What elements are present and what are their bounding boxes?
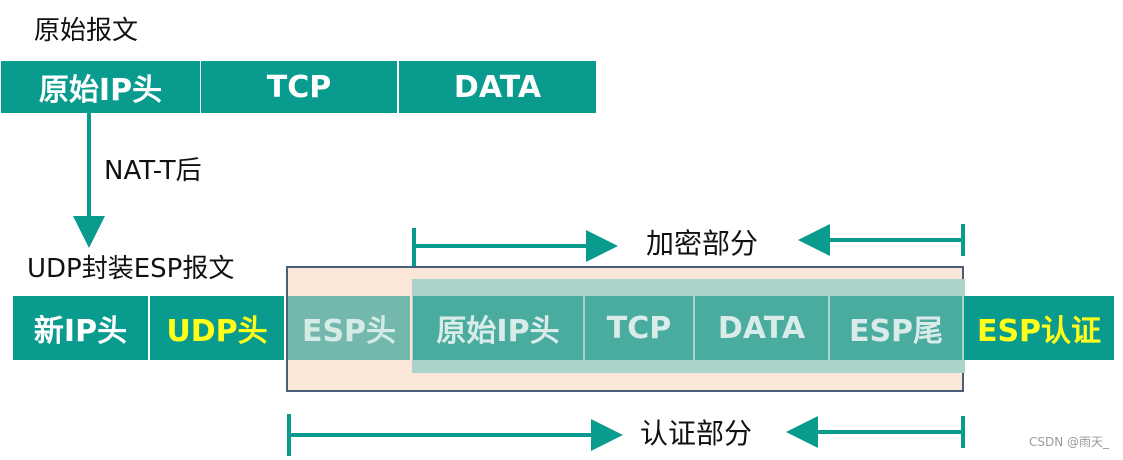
enc-data-field: DATA: [695, 296, 828, 360]
esp-auth-field: ESP认证: [964, 296, 1114, 360]
orig-tcp-field: TCP: [201, 61, 397, 113]
orig-data-field: DATA: [399, 61, 596, 113]
enc-tcp-field: TCP: [585, 296, 693, 360]
udp-header-field: UDP头: [150, 296, 284, 360]
watermark: CSDN @雨天_: [1028, 435, 1109, 449]
orig-ip-header-field: 原始IP头: [1, 61, 200, 113]
esp-header-field: ESP头: [288, 296, 410, 360]
nat-t-label: NAT-T后: [104, 156, 202, 186]
new-ip-header-field: 新IP头: [13, 296, 148, 360]
encrypted-range-label: 加密部分: [646, 227, 759, 260]
authenticated-range-label: 认证部分: [640, 417, 753, 450]
udp-esp-packet-title: UDP封装ESP报文: [27, 254, 235, 284]
original-packet-title: 原始报文: [34, 16, 139, 46]
enc-orig-ip-header-field: 原始IP头: [413, 296, 583, 360]
esp-trailer-field: ESP尾: [830, 296, 962, 360]
